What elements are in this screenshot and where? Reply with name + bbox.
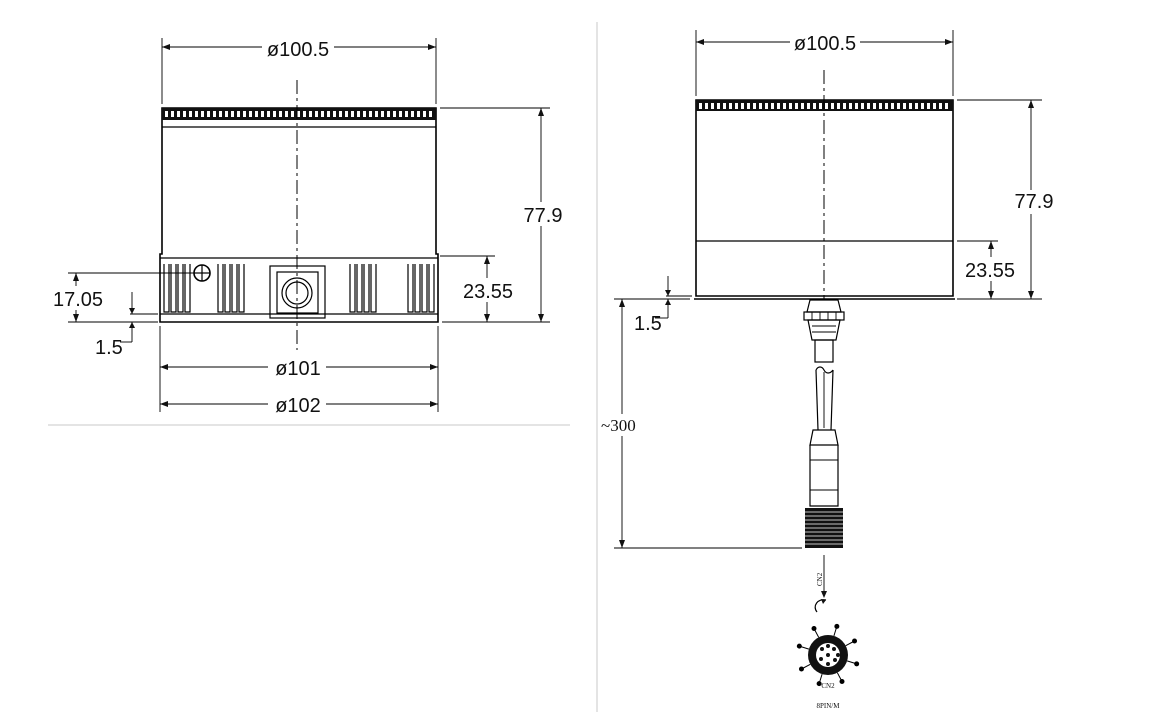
front-view: ø100.5 77.9 23.55 17.05 1.5 <box>50 34 562 417</box>
cable-gland <box>803 299 845 363</box>
side-view: CN2 CN2 8PIN/M ø100.5 <box>600 29 1056 710</box>
front-port-height-label: 17.05 <box>53 289 103 311</box>
side-base-height-label: 23.55 <box>965 260 1015 282</box>
cable-length-label: ~300 <box>601 416 636 435</box>
front-mid-diameter-label: ø101 <box>275 358 321 380</box>
side-step-label: 1.5 <box>634 313 662 335</box>
front-base-height-label: 23.55 <box>463 281 513 303</box>
side-vent-teeth <box>699 103 948 109</box>
front-body-outline <box>159 107 439 323</box>
front-step-label: 1.5 <box>95 337 123 359</box>
cable <box>815 366 834 431</box>
svg-text:CN2: CN2 <box>816 572 824 586</box>
connector-code: CN2 <box>821 682 835 690</box>
m12-connector <box>805 429 843 548</box>
front-base-diameter-label: ø102 <box>275 395 321 417</box>
connector-pin-face <box>796 623 860 687</box>
connector-label: 8PIN/M <box>817 702 841 710</box>
side-top-diameter-label: ø100.5 <box>794 33 856 55</box>
side-height-label: 77.9 <box>1015 191 1054 213</box>
front-base-ribs <box>163 264 435 313</box>
front-top-diameter-label: ø100.5 <box>267 39 329 61</box>
front-vent-teeth <box>165 111 432 117</box>
front-height-label: 77.9 <box>524 205 563 227</box>
